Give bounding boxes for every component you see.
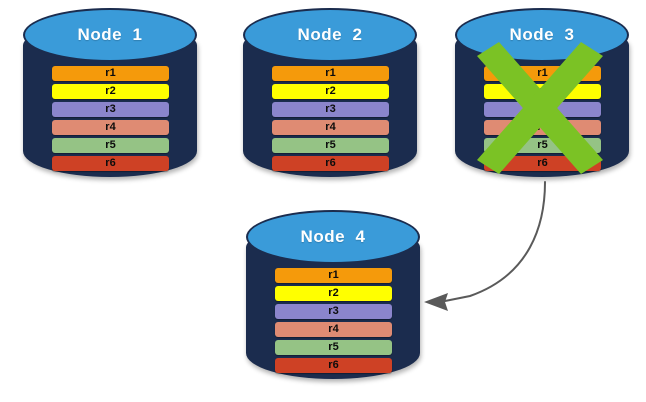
- node-1-title: Node 1: [77, 25, 143, 44]
- record-bar[interactable]: r3: [52, 102, 169, 117]
- record-bar[interactable]: r2: [275, 286, 392, 301]
- record-bar[interactable]: r5: [52, 138, 169, 153]
- record-bar[interactable]: r6: [275, 358, 392, 373]
- node-1-cylinder-top: [23, 8, 197, 62]
- node-4-title: Node 4: [300, 227, 366, 246]
- record-bar[interactable]: r1: [272, 66, 389, 81]
- node-3[interactable]: Node 3 r1 r2 r3 r4 r5 r6: [455, 8, 629, 186]
- record-bar[interactable]: r3: [484, 102, 601, 117]
- record-bar[interactable]: r4: [272, 120, 389, 135]
- node-2-record-stack: r1 r2 r3 r4 r5 r6: [272, 66, 389, 171]
- record-bar[interactable]: r5: [275, 340, 392, 355]
- node-4-cylinder-top: [246, 210, 420, 264]
- record-bar[interactable]: r5: [272, 138, 389, 153]
- record-bar[interactable]: r2: [52, 84, 169, 99]
- node-2[interactable]: Node 2 r1 r2 r3 r4 r5 r6: [243, 8, 417, 186]
- arrowhead-icon: [424, 293, 448, 311]
- record-bar[interactable]: r1: [484, 66, 601, 81]
- node-1-record-stack: r1 r2 r3 r4 r5 r6: [52, 66, 169, 171]
- record-bar[interactable]: r6: [52, 156, 169, 171]
- record-bar[interactable]: r4: [52, 120, 169, 135]
- record-bar[interactable]: r6: [272, 156, 389, 171]
- record-bar[interactable]: r6: [484, 156, 601, 171]
- node-3-title: Node 3: [509, 25, 575, 44]
- record-bar[interactable]: r4: [275, 322, 392, 337]
- record-bar[interactable]: r4: [484, 120, 601, 135]
- record-bar[interactable]: r5: [484, 138, 601, 153]
- node-1[interactable]: Node 1 r1 r2 r3 r4 r5 r6: [23, 8, 197, 186]
- node-3-record-stack: r1 r2 r3 r4 r5 r6: [484, 66, 601, 171]
- record-bar[interactable]: r1: [52, 66, 169, 81]
- record-bar[interactable]: r3: [275, 304, 392, 319]
- node-4[interactable]: Node 4 r1 r2 r3 r4 r5 r6: [246, 210, 420, 388]
- record-bar[interactable]: r3: [272, 102, 389, 117]
- record-bar[interactable]: r2: [272, 84, 389, 99]
- node-2-title: Node 2: [297, 25, 363, 44]
- node-4-record-stack: r1 r2 r3 r4 r5 r6: [275, 268, 392, 373]
- record-bar[interactable]: r2: [484, 84, 601, 99]
- node-2-cylinder-top: [243, 8, 417, 62]
- record-bar[interactable]: r1: [275, 268, 392, 283]
